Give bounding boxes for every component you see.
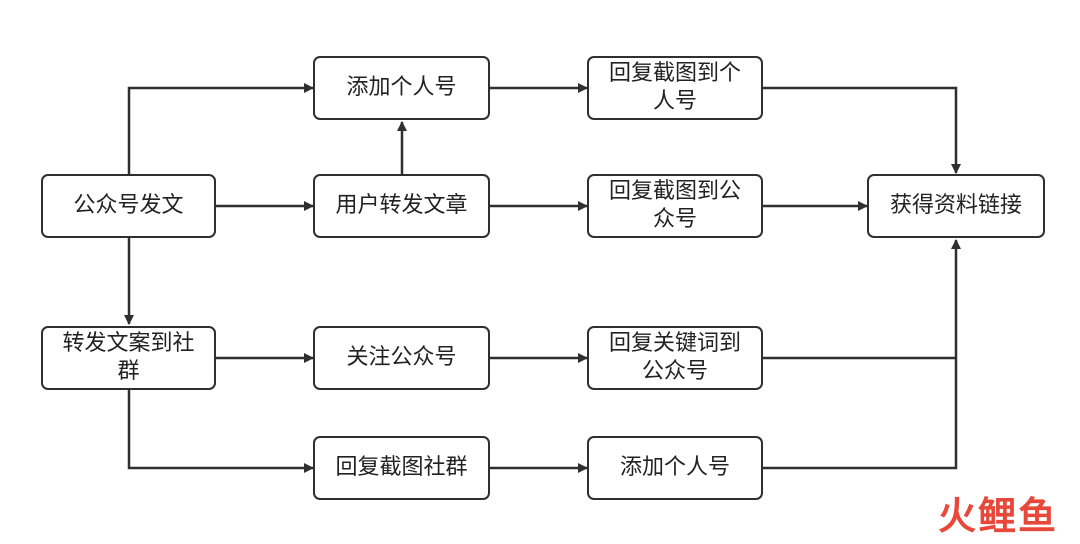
- node-publish-article: 公众号发文: [41, 174, 216, 238]
- node-reply-screenshot-official: 回复截图到公众号: [587, 174, 763, 238]
- node-reply-screenshot-community: 回复截图社群: [313, 436, 490, 500]
- node-forward-copy-to-community: 转发文案到社群: [41, 326, 216, 390]
- node-reply-keyword-official: 回复关键词到公众号: [587, 326, 763, 390]
- edge-n7-n10: [127, 390, 314, 473]
- edge-n1-n2: [127, 83, 314, 174]
- node-user-forward-article: 用户转发文章: [313, 174, 490, 238]
- node-get-resource-link: 获得资料链接: [867, 174, 1045, 238]
- edge-n11-n6: [763, 239, 961, 470]
- node-follow-official-account: 关注公众号: [313, 326, 490, 390]
- watermark-logo: 火鲤鱼: [937, 494, 1058, 538]
- node-add-personal-account-2: 添加个人号: [587, 436, 763, 500]
- node-reply-screenshot-personal: 回复截图到个人号: [587, 56, 763, 120]
- edge-n4-n6: [763, 86, 961, 174]
- node-add-personal-account: 添加个人号: [313, 56, 490, 120]
